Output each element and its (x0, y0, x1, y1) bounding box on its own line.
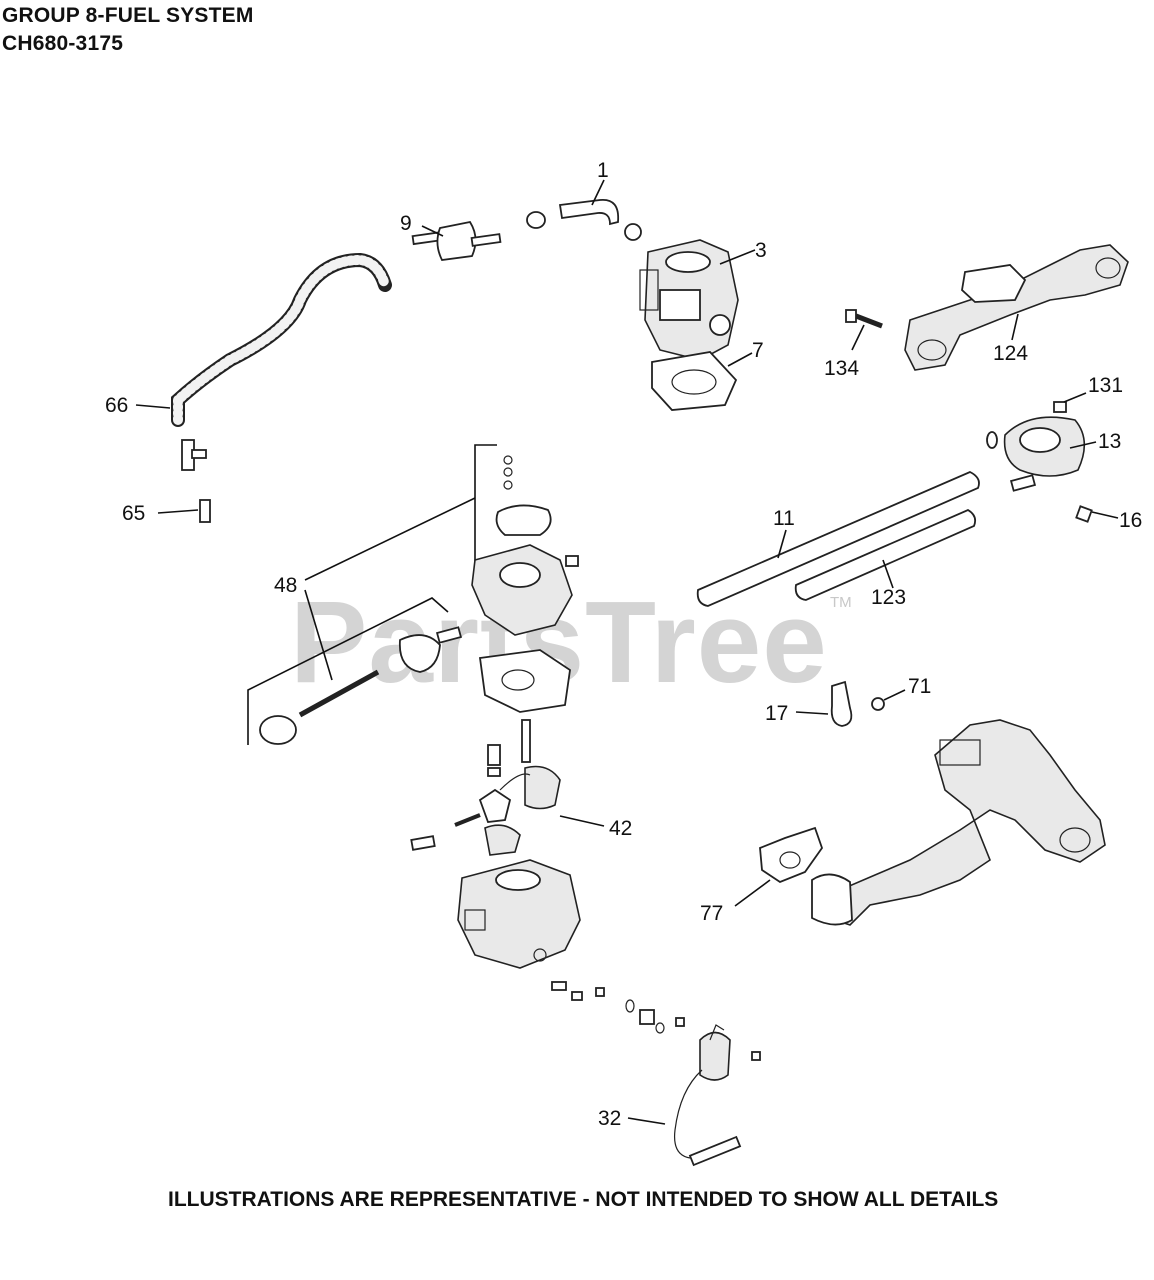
part-65-fitting[interactable] (199, 499, 211, 523)
callout-16[interactable]: 16 (1119, 509, 1142, 532)
callout-66[interactable]: 66 (105, 394, 128, 417)
part-134-bolt[interactable] (845, 309, 883, 329)
callout-48[interactable]: 48 (274, 574, 297, 597)
callout-77[interactable]: 77 (700, 902, 723, 925)
part-77-gasket[interactable] (759, 826, 824, 884)
part-intake-manifold-lower[interactable] (811, 719, 1106, 926)
callout-9[interactable]: 9 (400, 212, 412, 235)
callout-123[interactable]: 123 (871, 586, 906, 609)
callout-32[interactable]: 32 (598, 1107, 621, 1130)
callout-71[interactable]: 71 (908, 675, 931, 698)
part-hardware-set[interactable] (551, 981, 761, 1061)
part-123-fuel-hose[interactable] (794, 508, 977, 601)
callout-134[interactable]: 134 (824, 357, 859, 380)
part-carburetor-body[interactable] (457, 859, 581, 969)
callout-7[interactable]: 7 (752, 339, 764, 362)
part-1-fuel-hose[interactable] (526, 199, 642, 241)
disclaimer-note: ILLUSTRATIONS ARE REPRESENTATIVE - NOT I… (168, 1188, 999, 1211)
part-124-intake-manifold[interactable] (904, 244, 1129, 371)
callout-3[interactable]: 3 (755, 239, 767, 262)
part-42-solenoid[interactable] (410, 765, 561, 856)
callout-13[interactable]: 13 (1098, 430, 1121, 453)
diagram-title: GROUP 8-FUEL SYSTEM (2, 4, 254, 27)
callout-17[interactable]: 17 (765, 702, 788, 725)
part-48-repair-kit[interactable] (247, 444, 579, 777)
callout-131[interactable]: 131 (1088, 374, 1123, 397)
part-7-carburetor-gasket[interactable] (651, 351, 738, 411)
part-66-fuel-line[interactable] (171, 252, 392, 427)
part-71-screw[interactable] (871, 697, 885, 711)
callout-1[interactable]: 1 (597, 159, 609, 182)
part-shutoff-valve[interactable] (181, 439, 207, 471)
callout-11[interactable]: 11 (773, 507, 795, 530)
watermark-tm: TM (830, 594, 852, 611)
part-3-carburetor[interactable] (639, 239, 739, 361)
part-32-fuel-solenoid[interactable] (673, 1024, 742, 1167)
part-9-fuel-filter[interactable] (411, 220, 502, 261)
callout-65[interactable]: 65 (122, 502, 145, 525)
part-16-clip[interactable] (1075, 505, 1093, 523)
callout-124[interactable]: 124 (993, 342, 1028, 365)
part-13-fuel-pump[interactable] (986, 416, 1086, 492)
part-131-screw[interactable] (1053, 401, 1067, 413)
model-number: CH680-3175 (2, 32, 124, 55)
part-17-bracket[interactable] (830, 680, 853, 727)
part-11-fuel-hose[interactable] (696, 471, 980, 607)
callout-42[interactable]: 42 (609, 817, 632, 840)
